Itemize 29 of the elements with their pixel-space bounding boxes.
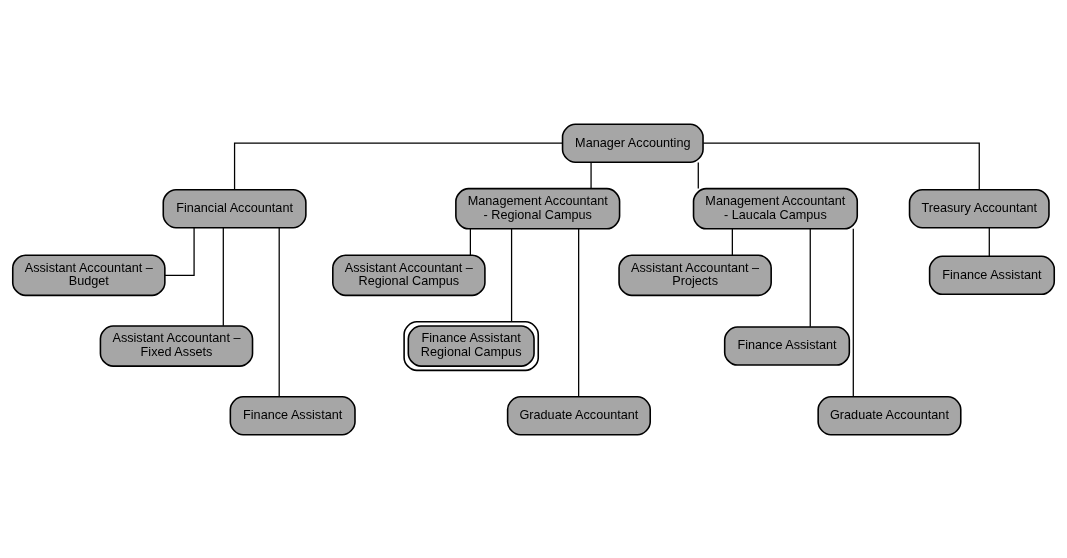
node-box: Financial Accountant [162,188,307,229]
connector [278,226,280,397]
connector [469,227,472,256]
node-box: Assistant Accountant – Regional Campus [332,253,486,296]
node-box: Finance Assistant [928,254,1056,295]
connector [222,226,224,326]
node-box: Finance Assistant [229,395,356,436]
connector [697,161,699,189]
connector [590,161,592,189]
connector [809,227,811,327]
connector [988,226,990,257]
node-box: Treasury Accountant [908,188,1050,229]
node-box: Graduate Accountant [817,395,962,436]
connector [731,227,733,256]
connector [510,227,513,322]
node-box: Management Accountant - Laucala Campus [692,187,859,230]
connector [164,226,195,276]
node-box: Finance Assistant [723,325,851,366]
node-box: Assistant Accountant – Fixed Assets [99,324,254,367]
connector [702,142,980,190]
node-box: Assistant Accountant – Budget [11,253,166,296]
node-box: Finance Assistant Regional Campus [403,320,540,371]
node-box: Management Accountant - Regional Campus [455,187,621,230]
connector [852,227,854,397]
connector [578,227,580,397]
node-box: Assistant Accountant – Projects [618,253,772,296]
node-box: Manager Accounting [561,122,704,163]
connector [233,142,564,190]
node-box: Graduate Accountant [506,395,651,436]
